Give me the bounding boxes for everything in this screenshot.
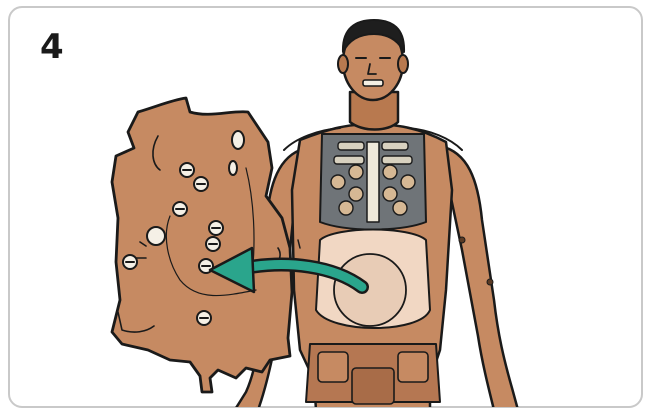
removed-skin-flap [112, 98, 292, 392]
abdomen-pad [334, 254, 406, 326]
